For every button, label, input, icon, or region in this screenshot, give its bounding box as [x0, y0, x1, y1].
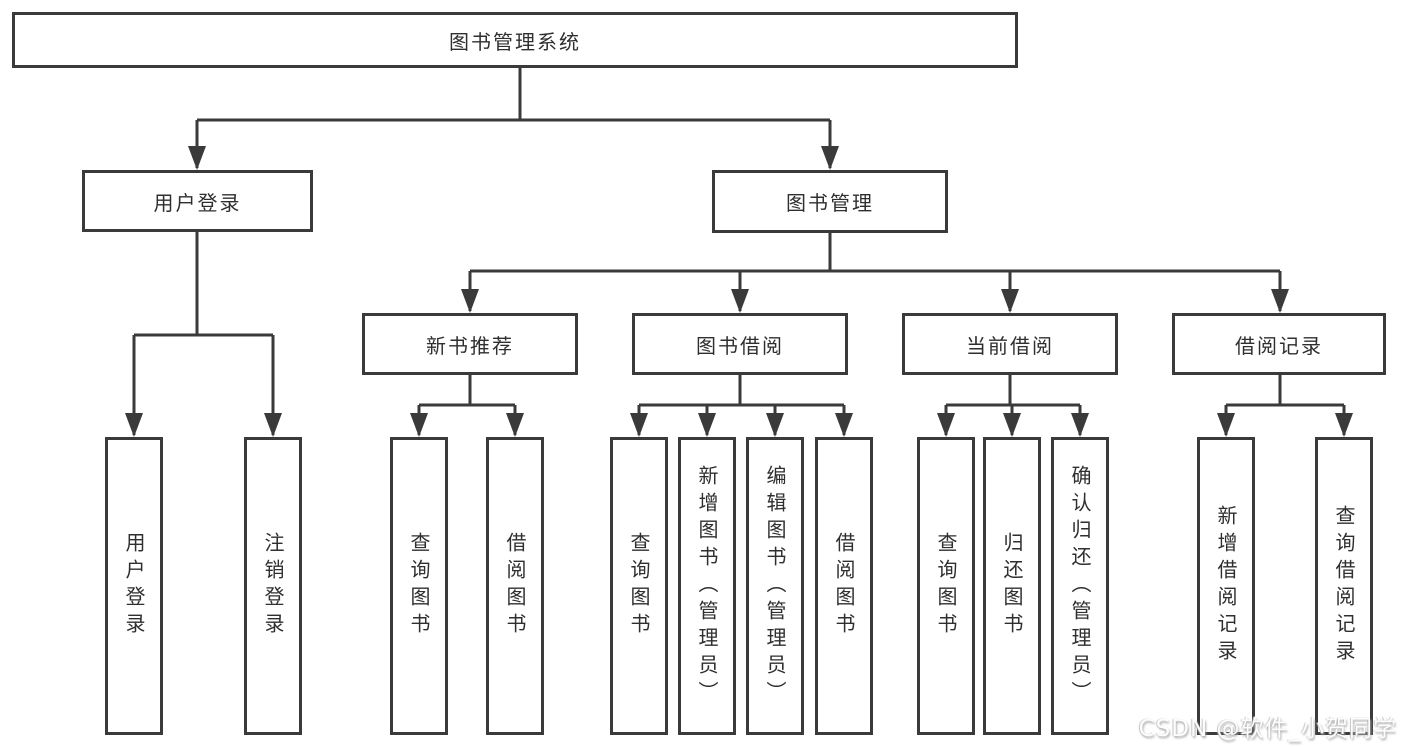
csdn-watermark: CSDN @软件_小贺同学 [1138, 716, 1397, 742]
leaf-label: 新增图书（管理员） [695, 464, 719, 708]
leaf-record-query-borrow-record: 查询借阅记录 [1315, 437, 1373, 735]
leaf-current-confirm-return-admin: 确认归还（管理员） [1051, 437, 1109, 735]
leaf-label: 确认归还（管理员） [1068, 464, 1092, 708]
node-user-login: 用户登录 [82, 170, 313, 232]
leaf-borrow-add-book-admin: 新增图书（管理员） [678, 437, 736, 735]
leaf-borrow-edit-book-admin: 编辑图书（管理员） [746, 437, 804, 735]
leaf-label: 注销登录 [261, 532, 285, 640]
leaf-record-add-borrow-record: 新增借阅记录 [1197, 437, 1255, 735]
leaf-label: 用户登录 [122, 532, 146, 640]
branch-root-to-level2 [195, 68, 832, 168]
leaf-label: 借阅图书 [503, 532, 527, 640]
leaf-logout: 注销登录 [244, 437, 302, 735]
node-library-management-system: 图书管理系统 [12, 12, 1018, 68]
leaf-label: 新增借阅记录 [1214, 505, 1238, 667]
leaf-recommend-borrow-book: 借阅图书 [486, 437, 544, 735]
leaf-label: 查询图书 [627, 532, 651, 640]
leaf-user-login: 用户登录 [105, 437, 163, 735]
leaf-label: 借阅图书 [832, 532, 856, 640]
leaf-label: 查询借阅记录 [1332, 505, 1356, 667]
node-new-book-recommend: 新书推荐 [362, 313, 578, 375]
leaf-current-return-book: 归还图书 [983, 437, 1041, 735]
node-label: 借阅记录 [1235, 333, 1323, 358]
branch-user-login [132, 232, 275, 435]
branch-book-borrow [637, 375, 846, 435]
node-label: 用户登录 [153, 190, 242, 215]
node-label: 图书管理 [786, 191, 874, 215]
branch-borrow-record [1224, 375, 1346, 435]
leaf-label: 查询图书 [934, 532, 958, 640]
node-label: 图书管理系统 [449, 29, 581, 54]
leaf-borrow-query-book: 查询图书 [610, 437, 668, 735]
leaf-label: 归还图书 [1000, 532, 1024, 640]
branch-new-book-recommend [417, 375, 517, 435]
leaf-current-query-book: 查询图书 [917, 437, 975, 735]
node-book-borrow: 图书借阅 [632, 313, 848, 375]
node-label: 当前借阅 [966, 333, 1054, 358]
leaf-borrow-borrow-book: 借阅图书 [815, 437, 873, 735]
branch-book-management [468, 233, 1282, 311]
leaf-recommend-query-book: 查询图书 [390, 437, 448, 735]
node-label: 图书借阅 [696, 333, 784, 358]
node-book-management: 图书管理 [712, 170, 948, 233]
leaf-label: 查询图书 [407, 532, 431, 640]
node-current-borrow: 当前借阅 [902, 313, 1118, 375]
node-label: 新书推荐 [426, 333, 514, 358]
branch-current-borrow [944, 375, 1082, 435]
leaf-label: 编辑图书（管理员） [763, 464, 787, 708]
node-borrow-record: 借阅记录 [1172, 313, 1386, 375]
